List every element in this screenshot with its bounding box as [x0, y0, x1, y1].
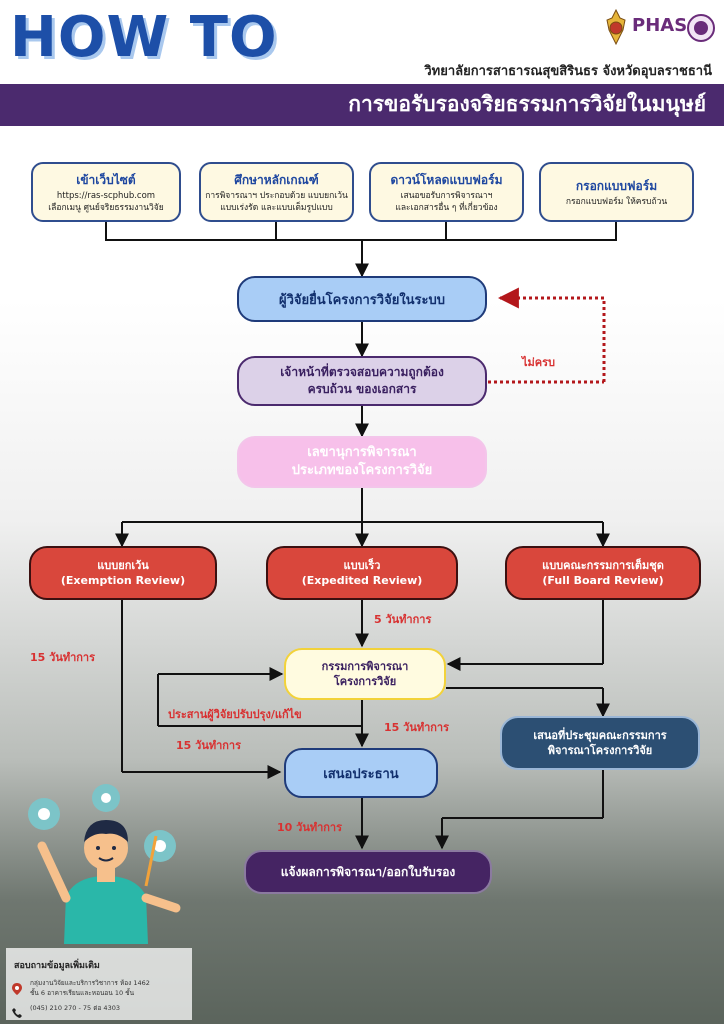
label-5-days: 5 วันทำการ — [374, 613, 432, 626]
node-secretary-review-line1: เลขานุการพิจารณา — [307, 445, 417, 460]
step-study-criteria-line2: แบบเร่งรัด และแบบเต็มรูปแบบ — [220, 202, 333, 213]
node-committee-review: กรรมการพิจารณา โครงการวิจัย — [284, 648, 446, 700]
step-visit-website: เข้าเว็บไซต์ https://ras-scphub.com เลือ… — [31, 162, 181, 222]
node-document-check: เจ้าหน้าที่ตรวจสอบความถูกต้อง ครบถ้วน ขอ… — [237, 356, 487, 406]
step-visit-website-title: เข้าเว็บไซต์ — [76, 172, 136, 187]
node-notify-result: แจ้งผลการพิจารณา/ออกใบรับรอง — [244, 850, 492, 894]
step-visit-website-line1: https://ras-scphub.com — [56, 190, 156, 201]
node-board-meeting-line1: เสนอที่ประชุมคณะกรรมการ — [533, 729, 667, 742]
person-with-gears-illustration — [28, 784, 181, 944]
node-secretary-review-line2: ประเภทของโครงการวิจัย — [291, 463, 433, 478]
step-download-form-title: ดาวน์โหลดแบบฟอร์ม — [390, 172, 503, 187]
node-exemption-review-line1: แบบยกเว้น — [97, 559, 149, 572]
college-seal-logo — [603, 8, 629, 46]
label-15-days-exempt: 15 วันทำการ — [30, 651, 96, 664]
page-title: การขอรับรองจริยธรรมการวิจัยในมนุษย์ — [348, 92, 706, 116]
node-document-check-line1: เจ้าหน้าที่ตรวจสอบความถูกต้อง — [280, 365, 444, 379]
location-pin-icon — [12, 980, 22, 995]
how-to-heading: HOW TO — [10, 5, 278, 70]
contact-address-line1: กลุ่มงานวิจัยและบริการวิชาการ ห้อง 1462 — [30, 979, 150, 987]
node-board-meeting: เสนอที่ประชุมคณะกรรมการ พิจารณาโครงการวิ… — [500, 716, 700, 770]
node-full-board-review: แบบคณะกรรมการเต็มชุด (Full Board Review) — [505, 546, 701, 600]
node-committee-review-line2: โครงการวิจัย — [333, 675, 397, 688]
step-fill-form-line1: กรอกแบบฟอร์ม ให้ครบถ้วน — [565, 196, 668, 207]
node-document-check-line2: ครบถ้วน ของเอกสาร — [307, 382, 417, 396]
step-download-form-line1: เสนอขอรับการพิจารณาฯ — [400, 190, 493, 201]
node-submit-project: ผู้วิจัยยื่นโครงการวิจัยในระบบ — [237, 276, 487, 322]
step-study-criteria-line1: การพิจารณาฯ ประกอบด้วย แบบยกเว้น — [205, 190, 348, 201]
phone-icon — [12, 1003, 22, 1018]
node-full-board-review-line1: แบบคณะกรรมการเต็มชุด — [542, 559, 664, 572]
step-study-criteria: ศึกษาหลักเกณฑ์ การพิจารณาฯ ประกอบด้วย แบ… — [199, 162, 354, 222]
label-coordinate-revision: ประสานผู้วิจัยปรับปรุง/แก้ไข — [168, 708, 302, 721]
college-name: วิทยาลัยการสาธารณสุขสิรินธร จังหวัดอุบลร… — [424, 64, 712, 79]
node-expedited-review-line1: แบบเร็ว — [343, 559, 381, 572]
node-full-board-review-line2: (Full Board Review) — [542, 574, 664, 587]
step-download-form: ดาวน์โหลดแบบฟอร์ม เสนอขอรับการพิจารณาฯ แ… — [369, 162, 524, 222]
node-exemption-review-line2: (Exemption Review) — [60, 574, 186, 587]
step-fill-form-title: กรอกแบบฟอร์ม — [575, 178, 658, 193]
contact-panel — [6, 948, 192, 1020]
label-15-days-revision: 15 วันทำการ — [176, 739, 242, 752]
node-committee-review-line1: กรรมการพิจารณา — [321, 660, 409, 673]
label-10-days: 10 วันทำการ — [277, 821, 343, 834]
node-submit-project-label: ผู้วิจัยยื่นโครงการวิจัยในระบบ — [278, 292, 446, 308]
title-banner — [0, 84, 724, 126]
contact-phone: (045) 210 270 - 75 ต่อ 4303 — [30, 1004, 120, 1012]
label-15-days-committee: 15 วันทำการ — [384, 721, 450, 734]
node-exemption-review: แบบยกเว้น (Exemption Review) — [29, 546, 217, 600]
contact-title: สอบถามข้อมูลเพิ่มเติม — [14, 961, 100, 971]
node-expedited-review-line2: (Expedited Review) — [301, 574, 423, 587]
node-present-to-chair-label: เสนอประธาน — [323, 766, 399, 782]
phas-logo-text: PHAS — [632, 15, 688, 36]
step-visit-website-line2: เลือกเมนู ศูนย์จริยธรรมงานวิจัย — [48, 202, 164, 213]
contact-address-line2: ชั้น 6 อาคารเรียนและหอนอน 10 ชั้น — [30, 989, 135, 997]
step-download-form-line2: และเอกสารอื่น ๆ ที่เกี่ยวข้อง — [395, 202, 498, 213]
university-emblem-logo — [686, 10, 716, 46]
label-incomplete: ไม่ครบ — [522, 356, 556, 369]
step-fill-form: กรอกแบบฟอร์ม กรอกแบบฟอร์ม ให้ครบถ้วน — [539, 162, 694, 222]
node-board-meeting-line2: พิจารณาโครงการวิจัย — [547, 744, 653, 757]
node-secretary-review: เลขานุการพิจารณา ประเภทของโครงการวิจัย — [237, 436, 487, 488]
step-study-criteria-title: ศึกษาหลักเกณฑ์ — [234, 172, 319, 187]
node-notify-result-label: แจ้งผลการพิจารณา/ออกใบรับรอง — [280, 864, 456, 879]
node-expedited-review: แบบเร็ว (Expedited Review) — [266, 546, 458, 600]
node-present-to-chair: เสนอประธาน — [284, 748, 438, 798]
